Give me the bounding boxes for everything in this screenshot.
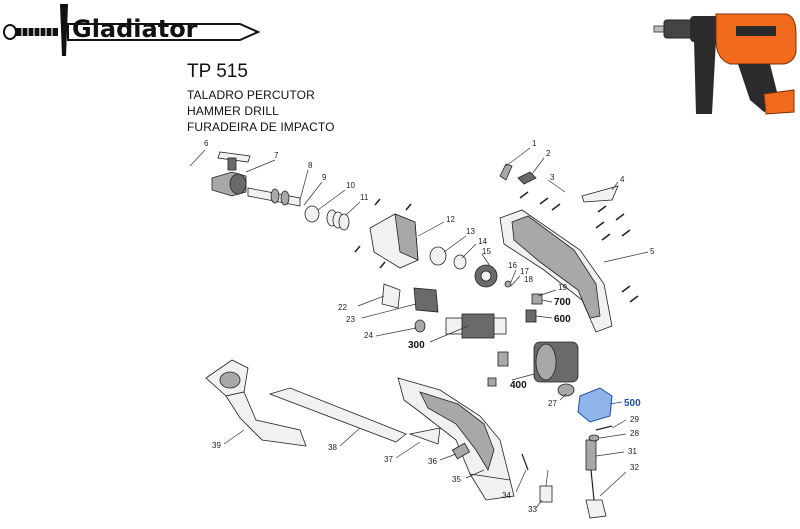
label-group-500: 500 [624,398,641,409]
label-part-29: 29 [630,415,639,424]
part-brush-holder [413,287,439,313]
part-chuck [211,159,276,197]
label-part-17: 17 [520,267,529,276]
part-screw-34 [521,453,529,471]
label-group-600: 600 [554,314,571,325]
part-bearing [429,246,447,266]
label-part-8: 8 [308,161,313,170]
part-stator [511,341,579,383]
part-bearing-rear [497,351,509,367]
label-part-5: 5 [650,247,655,256]
label-part-3: 3 [550,173,555,182]
label-part-23: 23 [346,315,355,324]
label-part-15: 15 [482,247,491,256]
label-part-12: 12 [446,215,455,224]
label-part-14: 14 [478,237,487,246]
label-part-31: 31 [628,447,637,456]
part-depth-gauge [268,387,407,443]
label-part-38: 38 [328,443,337,452]
label-part-16: 16 [508,261,517,270]
label-group-700: 700 [554,297,571,308]
brand-name: Gladiator [72,15,198,43]
label-part-36: 36 [428,457,437,466]
part-switch [577,387,613,423]
label-part-6: 6 [204,139,209,148]
part-plug [539,485,553,503]
label-part-39: 39 [212,441,221,450]
product-name-en: HAMMER DRILL [187,104,279,118]
part-housing-half [499,209,649,333]
part-handle-half [397,377,515,501]
part-side-handle [205,359,307,447]
label-part-22: 22 [338,303,347,312]
label-part-24: 24 [364,331,373,340]
housing-screws [354,191,639,303]
hammer-drill-photo [653,13,797,115]
label-part-10: 10 [346,181,355,190]
product-name-pt: FURADEIRA DE IMPACTO [187,120,335,134]
part-insert [487,377,497,387]
part-spring [326,201,361,231]
part-retaining-ring [453,254,467,270]
product-name-es: TALADRO PERCUTOR [187,88,315,102]
part-chuck-key [189,149,251,171]
part-pin [504,280,512,288]
part-power-cord [585,439,627,519]
part-bearing-small [414,319,426,333]
part-gear [474,264,498,288]
part-clamp-28 [588,434,600,442]
label-group-400: 400 [510,380,527,391]
part-gear-housing [369,213,445,269]
label-part-32: 32 [630,463,639,472]
part-cover-27 [557,383,575,397]
part-armature [429,313,507,343]
label-group-300: 300 [408,340,425,351]
part-screw-29 [595,425,613,431]
part-cover [581,185,619,203]
label-part-4: 4 [620,175,625,184]
label-part-19: 19 [558,283,567,292]
label-part-28: 28 [630,429,639,438]
label-part-35: 35 [452,475,461,484]
label-part-33: 33 [528,505,537,514]
title-block: TP 515 TALADRO PERCUTOR HAMMER DRILL FUR… [187,61,335,135]
part-washer [304,205,320,223]
label-part-7: 7 [274,151,279,160]
part-spindle [247,169,323,207]
label-part-34: 34 [502,491,511,500]
part-brush-700 [531,293,543,305]
part-cap [408,427,441,445]
sword-icon [3,4,261,56]
part-brush-600 [525,309,537,323]
part-button [517,171,537,185]
label-part-13: 13 [466,227,475,236]
part-baffle [381,283,401,309]
label-part-9: 9 [322,173,327,182]
label-part-1: 1 [532,139,537,148]
part-clip [499,163,513,181]
label-part-18: 18 [524,275,533,284]
gladiator-logo: Gladiator [3,4,261,56]
label-part-11: 11 [360,193,369,202]
label-part-37: 37 [384,455,393,464]
label-part-27: 27 [548,399,557,408]
label-part-2: 2 [546,149,551,158]
model-title: TP 515 [187,61,248,82]
